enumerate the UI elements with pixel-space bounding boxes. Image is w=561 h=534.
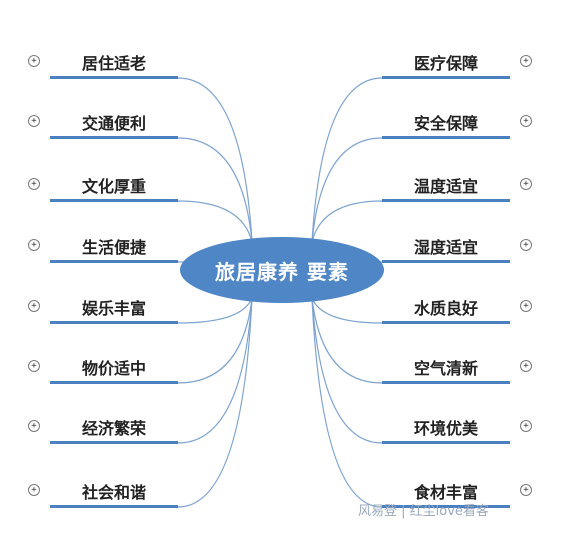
topic-label: 物价适中	[81, 359, 146, 378]
right-connector-3	[311, 200, 383, 243]
expand-icon[interactable]: +	[28, 55, 40, 67]
topic-label: 社会和谐	[81, 483, 146, 502]
topic-underline	[382, 321, 510, 324]
topic-label: 经济繁荣	[81, 419, 146, 438]
topic-underline	[50, 76, 178, 79]
watermark-text: 风易登 | 红尘love看客	[358, 504, 489, 519]
expand-icon[interactable]: +	[28, 420, 40, 432]
topic-label: 娱乐丰富	[81, 299, 146, 318]
expand-icon[interactable]: +	[520, 55, 532, 67]
left-connector-1	[177, 77, 253, 243]
topic-underline	[382, 505, 510, 508]
expand-icon[interactable]: +	[520, 239, 532, 251]
right-topic-7[interactable]: 环境优美	[382, 410, 510, 444]
right-topic-2[interactable]: 安全保障	[382, 105, 510, 139]
expand-icon[interactable]: +	[28, 484, 40, 496]
left-connector-8	[177, 297, 253, 508]
central-topic[interactable]: 旅居康养 要素	[180, 237, 384, 303]
topic-label: 生活便捷	[81, 238, 146, 257]
left-topic-4[interactable]: 生活便捷	[50, 229, 178, 263]
expand-icon[interactable]: +	[28, 360, 40, 372]
expand-icon[interactable]: +	[520, 300, 532, 312]
topic-label: 湿度适宜	[413, 238, 478, 257]
topic-underline	[50, 136, 178, 139]
topic-label: 安全保障	[413, 114, 478, 133]
topic-label: 居住适老	[81, 54, 146, 73]
topic-underline	[382, 136, 510, 139]
expand-icon[interactable]: +	[28, 239, 40, 251]
topic-label: 环境优美	[413, 419, 478, 438]
expand-icon[interactable]: +	[520, 360, 532, 372]
topic-underline	[50, 321, 178, 324]
left-topic-6[interactable]: 物价适中	[50, 350, 178, 384]
topic-label: 文化厚重	[81, 177, 146, 196]
topic-label: 交通便利	[81, 114, 146, 133]
expand-icon[interactable]: +	[28, 178, 40, 190]
left-connector-7	[177, 297, 253, 444]
right-connector-2	[311, 137, 383, 243]
expand-icon[interactable]: +	[520, 420, 532, 432]
right-connector-7	[311, 297, 383, 444]
right-topic-1[interactable]: 医疗保障	[382, 45, 510, 79]
expand-icon[interactable]: +	[520, 115, 532, 127]
left-topic-7[interactable]: 经济繁荣	[50, 410, 178, 444]
topic-label: 医疗保障	[413, 54, 478, 73]
right-topic-6[interactable]: 空气清新	[382, 350, 510, 384]
right-connector-6	[311, 297, 383, 384]
right-topic-3[interactable]: 温度适宜	[382, 168, 510, 202]
topic-underline	[382, 76, 510, 79]
left-connector-3	[177, 200, 253, 243]
expand-icon[interactable]: +	[520, 178, 532, 190]
expand-icon[interactable]: +	[520, 484, 532, 496]
expand-icon[interactable]: +	[28, 300, 40, 312]
topic-underline	[50, 199, 178, 202]
topic-label: 食材丰富	[413, 483, 478, 502]
left-connector-6	[177, 297, 253, 384]
topic-label: 水质良好	[413, 299, 478, 318]
topic-underline	[382, 199, 510, 202]
topic-underline	[50, 381, 178, 384]
topic-underline	[50, 441, 178, 444]
left-connector-2	[177, 137, 253, 243]
right-connector-5	[311, 297, 383, 324]
topic-underline	[50, 505, 178, 508]
left-topic-2[interactable]: 交通便利	[50, 105, 178, 139]
right-topic-5[interactable]: 水质良好	[382, 290, 510, 324]
topic-underline	[382, 260, 510, 263]
expand-icon[interactable]: +	[28, 115, 40, 127]
topic-underline	[382, 381, 510, 384]
topic-label: 空气清新	[413, 359, 478, 378]
central-topic-label: 旅居康养 要素	[215, 259, 349, 284]
right-topic-8[interactable]: 食材丰富	[382, 474, 510, 508]
left-connector-5	[177, 297, 253, 324]
left-topic-5[interactable]: 娱乐丰富	[50, 290, 178, 324]
left-topic-8[interactable]: 社会和谐	[50, 474, 178, 508]
left-topic-3[interactable]: 文化厚重	[50, 168, 178, 202]
topic-label: 温度适宜	[413, 177, 478, 196]
right-topic-4[interactable]: 湿度适宜	[382, 229, 510, 263]
left-topic-1[interactable]: 居住适老	[50, 45, 178, 79]
topic-underline	[382, 441, 510, 444]
right-connector-8	[311, 297, 383, 508]
right-connector-1	[311, 77, 383, 243]
topic-underline	[50, 260, 178, 263]
